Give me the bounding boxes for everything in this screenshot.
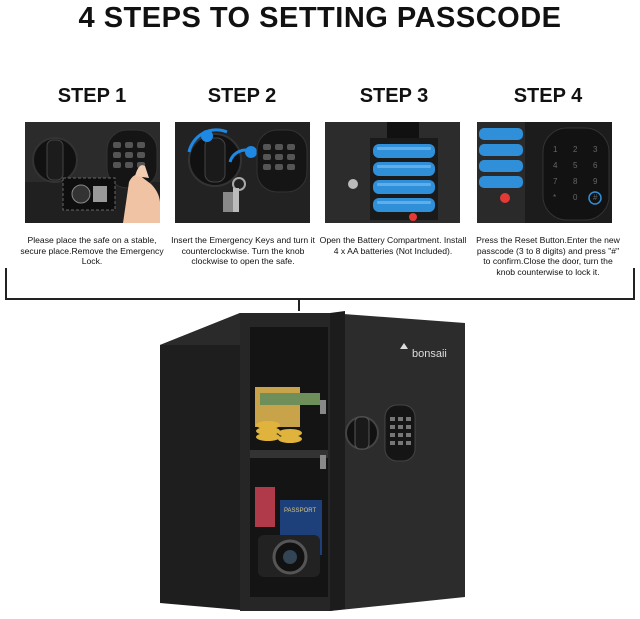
- bracket-connector: [298, 299, 300, 311]
- svg-text:0: 0: [573, 193, 578, 202]
- svg-text:6: 6: [593, 161, 598, 170]
- bracket-right: [633, 268, 635, 299]
- svg-text:1: 1: [553, 145, 558, 154]
- svg-text:4: 4: [553, 161, 558, 170]
- svg-text:8: 8: [573, 177, 578, 186]
- safe-image: PASSPORT bonsaii: [150, 305, 490, 614]
- step-3-description: Open the Battery Compartment. Install 4 …: [319, 235, 467, 256]
- brand-logo: bonsaii: [412, 348, 447, 360]
- svg-text:*: *: [553, 193, 556, 202]
- step-2-label: STEP 2: [207, 85, 277, 107]
- step-2-description: Insert the Emergency Keys and turn it co…: [171, 235, 315, 267]
- step-1-label: STEP 1: [57, 85, 127, 107]
- step-4-label: STEP 4: [513, 85, 583, 107]
- step-4-description: Press the Reset Button.Enter the new pas…: [476, 235, 620, 277]
- step-1-description: Please place the safe on a stable, secur…: [20, 235, 164, 267]
- svg-text:7: 7: [553, 177, 558, 186]
- passport-text: PASSPORT: [284, 508, 316, 514]
- svg-text:3: 3: [593, 145, 598, 154]
- page-title: 4 STEPS TO SETTING PASSCODE: [78, 2, 562, 34]
- svg-text:9: 9: [593, 177, 598, 186]
- bracket-left: [5, 268, 7, 299]
- step-2-image: [175, 122, 310, 223]
- step-3-image: [325, 122, 460, 223]
- svg-text:2: 2: [573, 145, 578, 154]
- svg-text:5: 5: [573, 161, 578, 170]
- step-4-image: 1 2 3 4 5 6 7 8 9 * 0 #: [477, 122, 612, 223]
- step-3-label: STEP 3: [359, 85, 429, 107]
- bracket-line: [5, 298, 635, 300]
- step-1-image: [25, 122, 160, 223]
- svg-text:#: #: [593, 193, 598, 202]
